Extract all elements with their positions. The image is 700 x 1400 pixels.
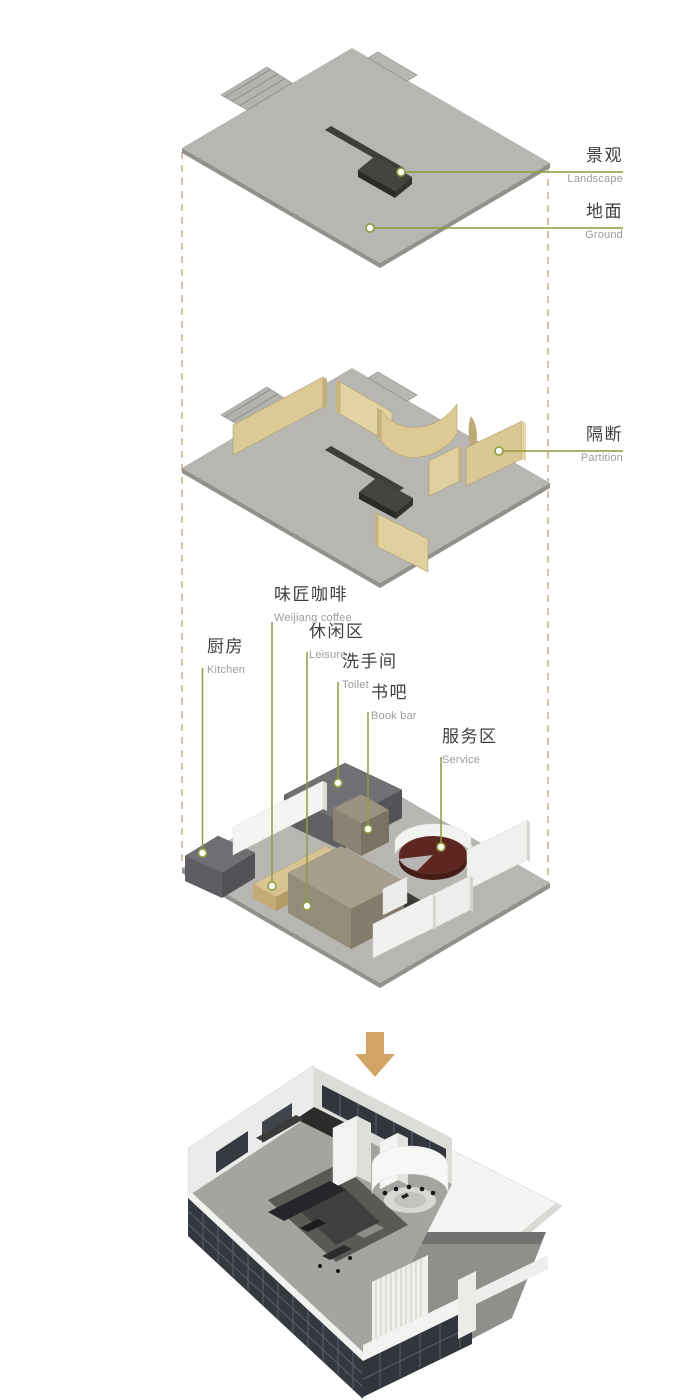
- label-book-bar-en: Book bar: [371, 709, 417, 722]
- label-partition-zh: 隔断: [586, 425, 623, 444]
- render-glazing-left: [188, 1198, 363, 1399]
- curved-fin: [468, 416, 477, 451]
- landscape-planter-2: [359, 478, 413, 519]
- label-partition: 隔断 Partition: [581, 425, 623, 464]
- white-wall-center: [382, 876, 408, 916]
- anchor-kitchen: [197, 848, 208, 858]
- landscape-path-2: [325, 446, 404, 492]
- slab-notch: [367, 51, 418, 82]
- anchor-partition: [494, 446, 504, 456]
- anchor-toilet: [333, 778, 343, 788]
- label-toilet-en: Toilet: [342, 678, 369, 691]
- label-kitchen: 厨房 Kitchen: [207, 637, 245, 676]
- label-toilet: 洗手间 Toilet: [342, 652, 398, 691]
- white-wall-right-cap: [527, 820, 530, 862]
- partition-wall-right-cap: [522, 421, 526, 461]
- entry-stairs: [220, 66, 293, 111]
- render-slab-band: [472, 1255, 548, 1306]
- label-weijiang-coffee-zh: 味匠咖啡: [274, 585, 348, 604]
- partition-wall-back-cap: [336, 380, 340, 414]
- anchor-weijiang-coffee: [267, 881, 277, 891]
- label-service-zh: 服务区: [442, 727, 498, 746]
- label-weijiang-coffee: 味匠咖啡 Weijiang coffee: [274, 585, 352, 624]
- label-ground-zh: 地面: [586, 202, 623, 221]
- zones-layer: [182, 762, 550, 988]
- label-partition-en: Partition: [580, 451, 623, 464]
- label-book-bar: 书吧 Book bar: [371, 683, 417, 722]
- label-leisure: 休闲区 Leisure: [309, 622, 365, 661]
- service-counter: [399, 836, 467, 880]
- down-arrow-icon: [355, 1032, 395, 1077]
- label-book-bar-zh: 书吧: [371, 683, 408, 702]
- label-kitchen-en: Kitchen: [207, 663, 246, 676]
- partition-wall-front-cap: [375, 512, 378, 547]
- leader-anchor-dots: [197, 167, 504, 911]
- label-landscape-en: Landscape: [567, 172, 623, 185]
- final-render: [187, 1064, 563, 1399]
- curved-partition: [380, 403, 458, 458]
- dashed-guides: [181, 152, 549, 886]
- render-curved-wall: [371, 1145, 449, 1195]
- partition-wall-left-cap: [323, 377, 327, 409]
- label-weijiang-coffee-en: Weijiang coffee: [274, 611, 352, 624]
- anchor-landscape: [396, 167, 406, 177]
- label-landscape-zh: 景观: [586, 146, 623, 165]
- landscape-path: [325, 126, 404, 172]
- anchor-book-bar: [363, 824, 373, 834]
- partition-walls: [232, 376, 526, 573]
- ground-layer: [182, 48, 550, 268]
- label-kitchen-zh: 厨房: [207, 637, 244, 656]
- ground-slab-edge: [182, 148, 550, 268]
- landscape-planter: [358, 156, 412, 198]
- render-roof-cap-2: [256, 1115, 304, 1142]
- anchor-ground: [365, 223, 375, 233]
- anchor-leisure: [302, 901, 312, 911]
- render-furniture: [268, 1181, 384, 1273]
- label-ground-en: Ground: [585, 228, 623, 241]
- render-facade-rim-left: [188, 1189, 363, 1361]
- zones-slab-edge: [182, 868, 550, 988]
- label-ground: 地面 Ground: [585, 202, 623, 241]
- partition-slab-edge: [182, 468, 550, 588]
- partition-wall-small-cap: [459, 446, 462, 483]
- render-front-left-facade: [187, 1189, 364, 1399]
- anchor-service: [436, 842, 446, 852]
- white-wall-mid-cap: [470, 876, 473, 912]
- label-service-en: Service: [442, 753, 481, 766]
- render-stools: [382, 1184, 436, 1196]
- render-shadow-dark-strip: [388, 1232, 546, 1244]
- slab-notch-2: [367, 371, 418, 402]
- render-front-right-facade: [362, 1255, 548, 1397]
- ground-slab: [182, 48, 550, 263]
- render-back-left-opening-1: [216, 1131, 248, 1173]
- white-walls-front: [372, 819, 530, 959]
- white-wall-long-cap: [323, 781, 327, 811]
- partition-layer: [182, 368, 550, 588]
- label-service: 服务区 Service: [442, 727, 498, 766]
- label-leisure-zh: 休闲区: [309, 622, 365, 641]
- label-landscape: 景观 Landscape: [567, 146, 623, 185]
- leader-lines: [201, 171, 623, 902]
- label-leisure-en: Leisure: [309, 648, 347, 661]
- render-white-panel: [458, 1271, 476, 1339]
- white-wall-bottom-cap: [433, 894, 436, 930]
- render-round-counter: [384, 1187, 436, 1213]
- curved-partition-cap: [377, 408, 381, 440]
- label-toilet-zh: 洗手间: [342, 652, 398, 671]
- render-facade-rim-right: [363, 1292, 472, 1361]
